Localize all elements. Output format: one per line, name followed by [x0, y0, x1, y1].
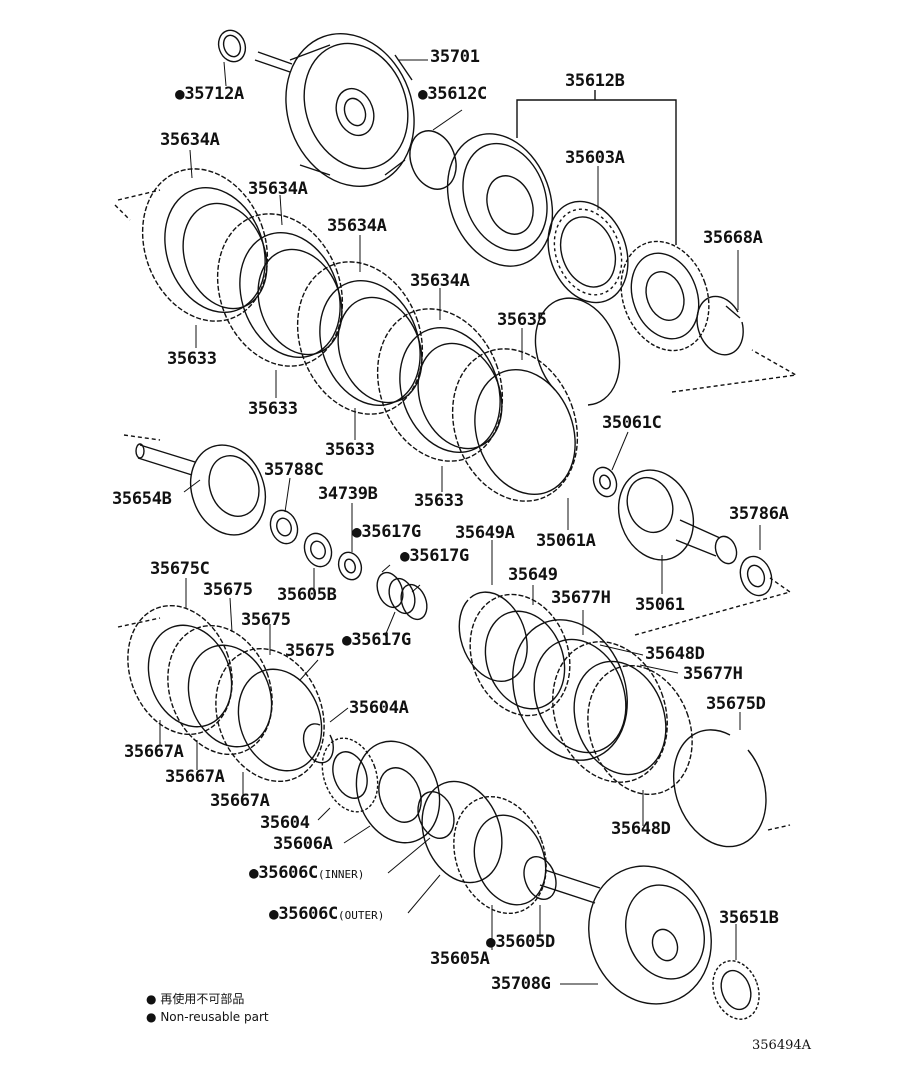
label-35648D-1: 35648D — [645, 644, 705, 664]
legend-line-jp: ● 再使用不可部品 — [146, 992, 245, 1006]
part-35668A-snapring-shape — [696, 295, 744, 356]
label-35061A: 35061A — [536, 531, 596, 551]
part-35605A-drum-shape — [453, 795, 547, 915]
part-35061-hub-shape — [617, 469, 738, 565]
part-35708G-housing-shape — [539, 865, 712, 1005]
non-reusable-marker-icon: ● — [249, 863, 259, 882]
part-35606A-piston-shape — [355, 740, 441, 844]
label-35612B: 35612B — [565, 71, 625, 91]
label-35675D: 35675D — [706, 694, 766, 714]
part-35712A-ring-shape — [217, 29, 247, 63]
label-35617G-3: ●35617G — [342, 630, 411, 650]
figure-code: 356494A — [752, 1038, 812, 1053]
part-35605D-ring-shape — [523, 855, 557, 901]
non-reusable-marker-icon: ● — [175, 84, 185, 103]
label-35617G-1: ●35617G — [352, 522, 421, 542]
label-35675C: 35675C — [150, 559, 210, 579]
part-34739B-washer-shape — [337, 551, 363, 581]
part-35606C-inner-oring-shape — [417, 791, 455, 839]
part-35061C-washer-shape — [592, 466, 618, 498]
part-35605B-bearing-shape — [303, 532, 333, 568]
label-35604: 35604 — [260, 813, 310, 833]
label-35633-4: 35633 — [414, 491, 464, 511]
label-35606A: 35606A — [273, 834, 333, 854]
non-reusable-marker-icon: ● — [269, 904, 279, 923]
label-35605B: 35605B — [277, 585, 337, 605]
label-35604A: 35604A — [349, 698, 409, 718]
label-35606C-outer: ●35606C(OUTER) — [269, 904, 385, 924]
label-35633-1: 35633 — [167, 349, 217, 369]
part-35606C-outer-oring-shape — [421, 780, 503, 884]
non-reusable-marker-icon: ● — [146, 1010, 157, 1024]
label-35634A-4: 35634A — [410, 271, 470, 291]
part-35617G-rings-shape — [376, 571, 428, 621]
label-34739B: 34739B — [318, 484, 378, 504]
label-35633-2: 35633 — [248, 399, 298, 419]
legend-line-en: ● Non-reusable part — [146, 1010, 269, 1024]
part-35701-drum-shape — [254, 32, 415, 188]
part-35604-springs-shape — [321, 737, 379, 813]
label-35701: 35701 — [430, 47, 480, 67]
label-35617G-2: ●35617G — [400, 546, 469, 566]
label-35649: 35649 — [508, 565, 558, 585]
label-35788C: 35788C — [264, 460, 324, 480]
label-35603A: 35603A — [565, 148, 625, 168]
part-35612C-oring-shape — [409, 130, 457, 190]
label-35649A: 35649A — [455, 523, 515, 543]
label-35675-2: 35675 — [241, 610, 291, 630]
non-reusable-marker-icon: ● — [400, 546, 410, 565]
part-35651B-bearing-shape — [712, 960, 760, 1020]
label-35677H-2: 35677H — [683, 664, 743, 684]
label-35667A-1: 35667A — [124, 742, 184, 762]
non-reusable-marker-icon: ● — [342, 630, 352, 649]
part-35788C-washer-shape — [269, 509, 299, 545]
label-35651B: 35651B — [719, 908, 779, 928]
label-35668A: 35668A — [703, 228, 763, 248]
label-35634A-1: 35634A — [160, 130, 220, 150]
non-reusable-marker-icon: ● — [486, 932, 496, 951]
leader-lines — [159, 59, 761, 985]
label-35677H-1: 35677H — [551, 588, 611, 608]
clutch-pack-lower-right-shape — [512, 619, 693, 796]
label-35633-3: 35633 — [325, 440, 375, 460]
part-35649A-snapring-shape — [458, 591, 528, 682]
clutch-pack-upper-shape — [114, 168, 621, 502]
label-35648D-2: 35648D — [611, 819, 671, 839]
label-35612C: ●35612C — [418, 84, 487, 104]
label-35635: 35635 — [497, 310, 547, 330]
non-reusable-marker-icon: ● — [418, 84, 428, 103]
part-35612B-plate-shape — [620, 240, 710, 352]
part-35604A-snapring-shape — [302, 723, 334, 764]
label-35634A-3: 35634A — [327, 216, 387, 236]
part-35786A-washer-shape — [739, 555, 773, 597]
part-35612B-piston-shape — [446, 133, 554, 267]
label-35712A: ●35712A — [175, 84, 244, 104]
label-35667A-2: 35667A — [165, 767, 225, 787]
part-35675D-snapring-shape — [672, 729, 767, 848]
label-35708G: 35708G — [491, 974, 551, 994]
label-35605A: 35605A — [430, 949, 490, 969]
clutch-pack-lower-left-shape — [117, 604, 325, 783]
non-reusable-marker-icon: ● — [352, 522, 362, 541]
label-35634A-2: 35634A — [248, 179, 308, 199]
label-35605D: ●35605D — [486, 932, 555, 952]
label-35061C: 35061C — [602, 413, 662, 433]
label-35675-3: 35675 — [285, 641, 335, 661]
label-35786A: 35786A — [729, 504, 789, 524]
part-35603A-springs-shape — [547, 200, 629, 304]
label-35606C-inner: ●35606C(INNER) — [249, 863, 365, 883]
label-35061: 35061 — [635, 595, 685, 615]
part-35649-plate-shape — [469, 593, 571, 717]
non-reusable-marker-icon: ● — [146, 992, 157, 1006]
part-35654B-shaft-shape — [123, 434, 267, 536]
label-35654B: 35654B — [112, 489, 172, 509]
label-35667A-3: 35667A — [210, 791, 270, 811]
label-35675-1: 35675 — [203, 580, 253, 600]
